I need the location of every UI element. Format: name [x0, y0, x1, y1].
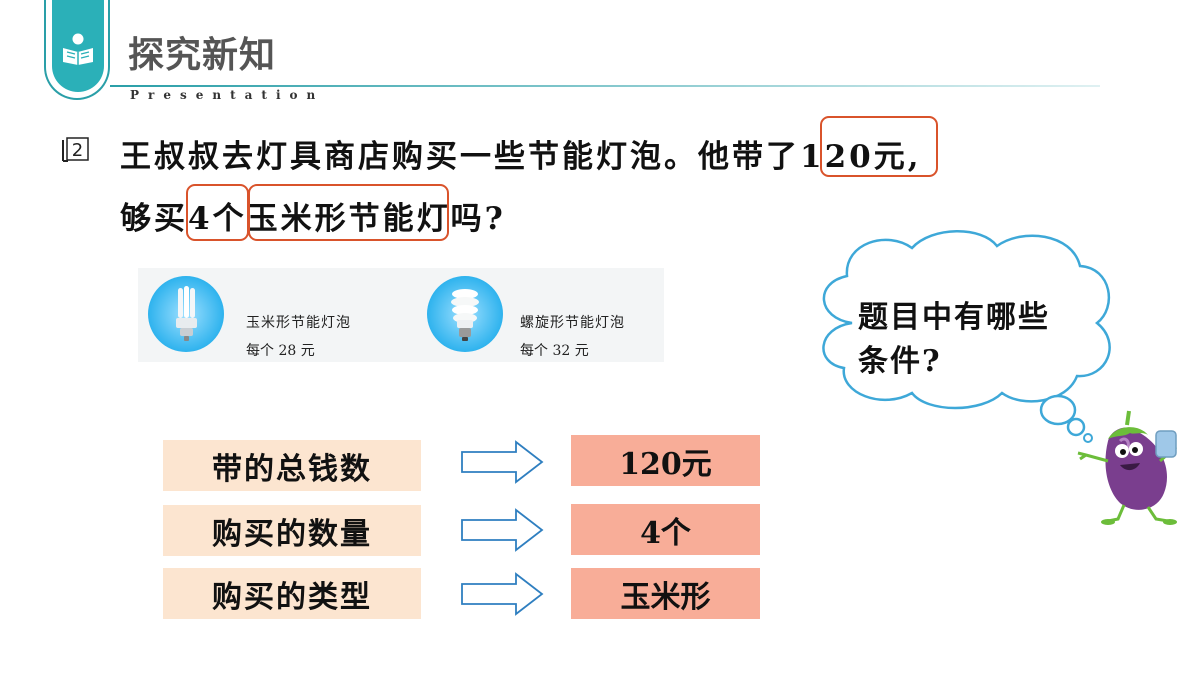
problem-number: 2: [72, 140, 83, 161]
product-price: 每个 32 元: [520, 343, 589, 359]
right-arrow-icon: [461, 508, 544, 552]
spiral-bulb-image: [427, 276, 503, 352]
condition-value-money: 120元: [571, 435, 760, 486]
page-title: 探究新知: [128, 35, 277, 76]
thought-cloud: [822, 230, 1111, 443]
condition-value-type: 玉米形: [571, 568, 760, 619]
right-arrow-icon: [461, 572, 544, 616]
product-panel: [138, 268, 664, 362]
header-divider: [110, 85, 1100, 87]
highlight-count: [186, 184, 249, 241]
header-subtitle: Presentation: [130, 88, 325, 102]
condition-label-money: 带的总钱数: [163, 440, 421, 491]
highlight-type: [248, 184, 449, 241]
corn-bulb-image: [148, 276, 224, 352]
problem-number-badge: 2: [62, 137, 89, 162]
corn-bulb-icon: [176, 286, 197, 341]
eggplant-mascot: [1077, 410, 1177, 525]
condition-label-type: 购买的类型: [163, 568, 421, 619]
condition-value-count: 4个: [571, 504, 760, 555]
right-arrow-icon: [461, 440, 544, 484]
spiral-bulb-icon: [451, 289, 479, 341]
product-price: 每个 28 元: [246, 343, 315, 359]
problem-text-line-1: 王叔叔去灯具商店购买一些节能灯泡。他带了120元,: [120, 139, 922, 175]
problem-text-line-2: 够买4个玉米形节能灯吗?: [120, 201, 506, 237]
header-badge-fill: [52, 0, 104, 92]
condition-label-count: 购买的数量: [163, 505, 421, 556]
product-name: 螺旋形节能灯泡: [520, 315, 625, 331]
product-name: 玉米形节能灯泡: [246, 315, 351, 331]
highlight-money: [820, 116, 938, 177]
thought-bubble-text: 题目中有哪些条件?: [858, 300, 1050, 379]
reading-person-icon: [63, 33, 93, 65]
